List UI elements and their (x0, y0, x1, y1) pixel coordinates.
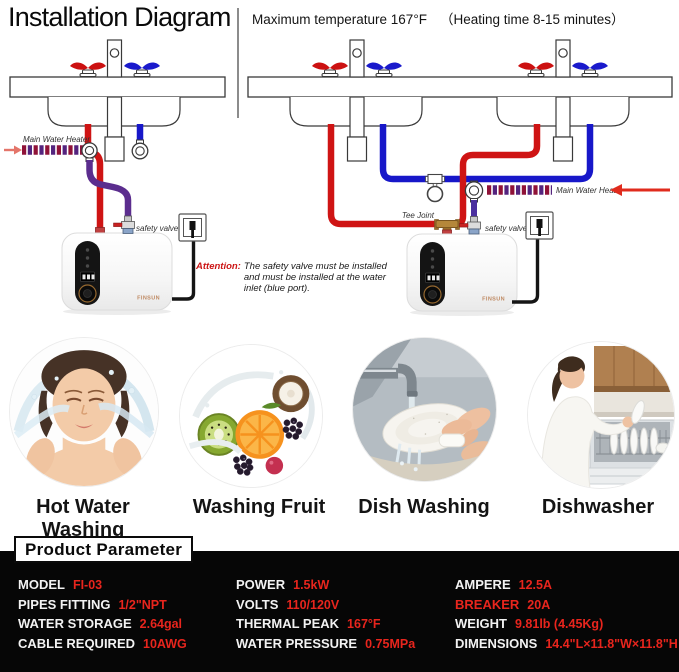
attention-note: Attention:The safety valve must be insta… (196, 261, 416, 294)
hot-outlet-port (95, 227, 105, 234)
dish-washing-illustration (353, 338, 496, 481)
cold-tap-handle-2 (572, 62, 608, 77)
hot-tap-handle-2 (518, 62, 554, 77)
faucet (104, 39, 125, 162)
main-water-heater-label-left: Main Water Heater (23, 135, 90, 144)
faucet-1 (346, 39, 368, 162)
photo-washing-fruit (179, 344, 323, 488)
tee-joint-label: Tee Joint (402, 211, 435, 220)
caption-dishwasher: Dishwasher (541, 496, 655, 518)
left-installation-diagram: Main Water Heater FINSUN safety valve (4, 39, 226, 315)
photo-dishwasher (527, 341, 675, 489)
pipe-clamp-valve (425, 173, 445, 203)
main-line-fitting-right (464, 180, 484, 203)
counter-right (247, 76, 673, 98)
safety-valve-label-left: safety valve (136, 224, 179, 233)
photo-hot-water-washing (9, 337, 159, 487)
face-washing-illustration (10, 338, 158, 486)
power-cable-right (512, 238, 540, 304)
photo-dish-washing (352, 337, 497, 482)
dishwasher-illustration (528, 342, 674, 488)
main-line-fitting (81, 142, 98, 162)
max-temperature-text: Maximum temperature 167°F (252, 12, 427, 27)
cold-pipe-loop (379, 124, 594, 183)
cold-pipe-fitting (131, 139, 149, 160)
subtitle: Maximum temperature 167°F （Heating time 8… (252, 8, 625, 28)
hot-tap-handle (70, 62, 106, 77)
caption-dish-washing: Dish Washing (358, 496, 490, 518)
hot-pipe-2 (455, 124, 541, 228)
main-water-arrow-icon (4, 145, 22, 155)
safety-valve-icon (113, 215, 135, 234)
installation-diagrams: Main Water Heater FINSUN safety valve (4, 8, 673, 316)
cold-tap-handle-1 (366, 62, 402, 77)
main-water-heater-label-right: Main Water Heater (556, 186, 623, 195)
hot-pipe-1 (327, 124, 435, 228)
page-title: Installation Diagram (8, 2, 231, 32)
brand-logo-right: FINSUN (482, 297, 505, 303)
inlet-pipe-purple (86, 160, 132, 217)
fruit-illustration (180, 345, 322, 487)
heating-time-text: （Heating time 8-15 minutes） (439, 12, 625, 27)
caption-washing-fruit: Washing Fruit (192, 496, 326, 518)
caption-hot-water-washing: Hot Water Washing (36, 496, 130, 541)
counter-left (9, 76, 226, 98)
brand-logo: FINSUN (137, 296, 160, 302)
cold-tap-handle (124, 62, 160, 77)
main-water-arrow-right-icon (610, 184, 670, 196)
right-installation-diagram: Tee Joint Main Water Heater FINSUN safet… (247, 39, 673, 316)
power-cable (172, 240, 196, 301)
safety-valve-label-right: safety valve (485, 224, 528, 233)
attention-label: Attention: (196, 261, 241, 272)
power-outlet-icon (178, 213, 207, 242)
section-title-product-parameter: Product Parameter (14, 536, 194, 563)
faucet-2 (552, 39, 574, 162)
power-outlet-right-icon (525, 211, 554, 240)
hot-tap-handle-1 (312, 62, 348, 77)
